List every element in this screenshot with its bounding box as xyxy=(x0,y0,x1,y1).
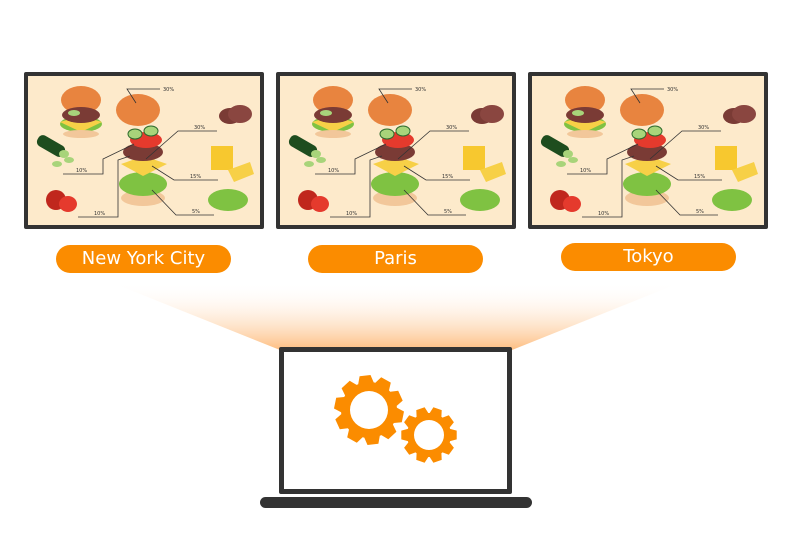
large-gear-icon xyxy=(334,375,404,445)
label: 30% xyxy=(446,125,457,131)
burger-infographic: 30% 30% 10% 15% 10% 5% xyxy=(286,85,507,218)
label: 5% xyxy=(192,209,200,215)
label: 10% xyxy=(94,211,105,217)
laptop-base xyxy=(260,497,532,508)
city-label-new-york-city: New York City xyxy=(56,245,231,273)
label: 30% xyxy=(163,87,174,93)
label: 10% xyxy=(328,168,339,174)
label: 10% xyxy=(598,211,609,217)
city-label-tokyo: Tokyo xyxy=(561,243,736,271)
label: 10% xyxy=(346,211,357,217)
burger-infographic: 30% 30% 10% 15% 10% 5% xyxy=(538,85,759,218)
gears-icon xyxy=(334,375,457,463)
monitor-tokyo: 30% 30% 10% 15% 10% 5% xyxy=(528,72,768,229)
label: 10% xyxy=(580,168,591,174)
label: 30% xyxy=(667,87,678,93)
label: 10% xyxy=(76,168,87,174)
label: 30% xyxy=(698,125,709,131)
monitor-paris: 30% 30% 10% 15% 10% 5% xyxy=(276,72,516,229)
city-label-paris: Paris xyxy=(308,245,483,273)
label: 5% xyxy=(444,209,452,215)
small-gear-icon xyxy=(401,407,457,463)
label: 15% xyxy=(442,174,453,180)
burger-infographic: 30% 30% 10% 15% 10% 5% xyxy=(34,85,255,218)
label: 15% xyxy=(694,174,705,180)
label: 30% xyxy=(194,125,205,131)
monitor-new-york-city: 30% 30% 10% 15% 10% 5% xyxy=(24,72,264,229)
label: 5% xyxy=(696,209,704,215)
label: 15% xyxy=(190,174,201,180)
label: 30% xyxy=(415,87,426,93)
